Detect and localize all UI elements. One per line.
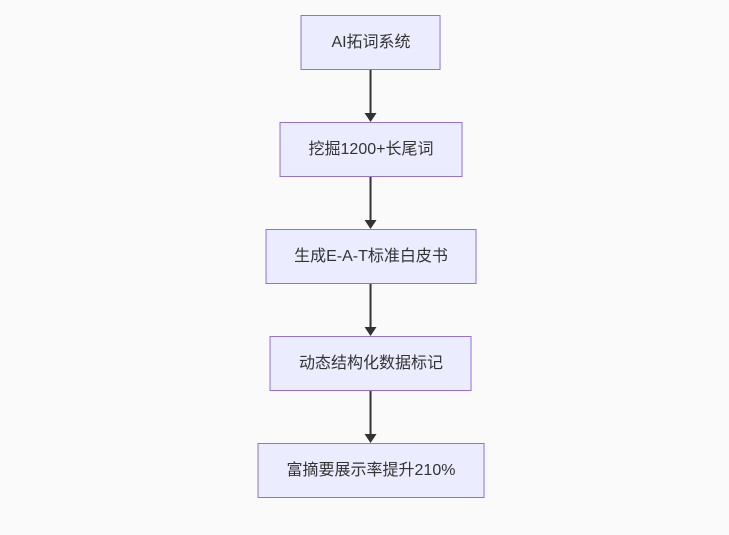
edge-arrow [364,177,378,229]
flowchart-column: AI拓词系统 挖掘1200+长尾词 生成E-A-T标准白皮书 动态结构化数据标记… [257,15,485,498]
flowchart-node: AI拓词系统 [301,15,441,70]
flowchart-node: 富摘要展示率提升210% [257,443,485,498]
edge-arrow [364,284,378,336]
edge-line [370,391,372,434]
arrowhead-icon [365,113,377,122]
edge-line [370,177,372,220]
edge-line [370,70,372,113]
flowchart-node: 生成E-A-T标准白皮书 [265,229,477,284]
edge-line [370,284,372,327]
edge-arrow [364,70,378,122]
arrowhead-icon [365,327,377,336]
edge-arrow [364,391,378,443]
flowchart-node: 动态结构化数据标记 [269,336,472,391]
arrowhead-icon [365,220,377,229]
arrowhead-icon [365,434,377,443]
flowchart-node: 挖掘1200+长尾词 [279,122,463,177]
